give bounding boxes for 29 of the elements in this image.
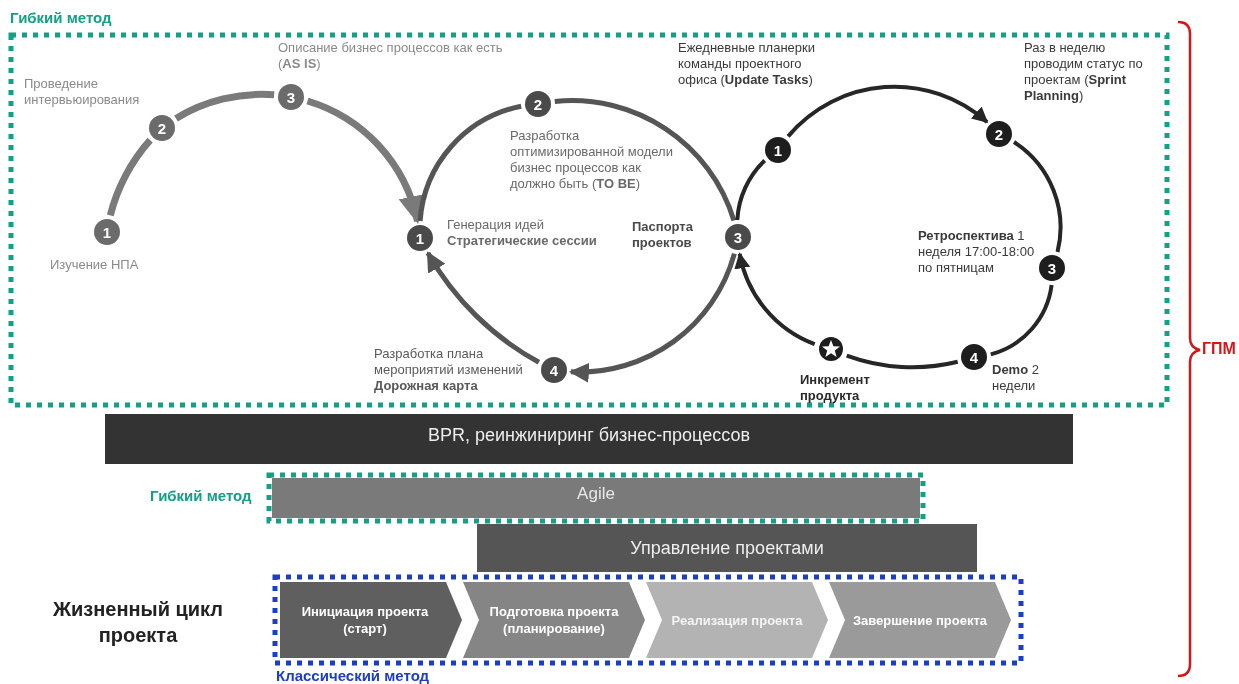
step-description: Паспорта проектов — [632, 219, 694, 251]
project-phase-block: Завершение проекта — [829, 582, 1011, 658]
step-description: Ретроспектива 1 неделя 17:00-18:00 по пятницам — [918, 228, 1036, 276]
step-description: Разработка оптимизированной модели бизнес процессов как должно быть (TO BE) — [510, 128, 674, 192]
project-management-bar: Управление проектами — [477, 524, 977, 572]
agile-bar: Agile — [272, 478, 920, 518]
bracket-label: ГПМ — [1202, 341, 1236, 357]
bpr-bar: BPR, реинжиниринг бизнес-процессов — [105, 414, 1073, 464]
cycle-arrow — [568, 252, 737, 382]
cycle-arrow — [735, 252, 816, 347]
step-description: Описание бизнес процессов как есть (AS IS) — [278, 40, 504, 72]
frame-heading: Гибкий метод — [150, 488, 252, 503]
frame-heading: Гибкий метод — [10, 10, 112, 25]
step-description: Ежедневные планерки команды проектного офиса (Update Tasks) — [678, 40, 817, 88]
project-phase-block: Подготовка проекта (планирование) — [463, 582, 645, 658]
step-description: Генерация идей Стратегические сессии — [447, 217, 597, 249]
step-description: Раз в неделю проводим статус по проектам (Sprint Planning) — [1024, 40, 1144, 104]
step-description: Demo 2 недели — [992, 362, 1040, 394]
frame-heading: Классический метод — [276, 668, 430, 683]
step-description: Разработка плана мероприятий изменений Дорожная карта — [374, 346, 524, 394]
step-description: Инкремент продукта — [800, 372, 871, 404]
project-phase-block: Реализация проекта — [646, 582, 828, 658]
cycle-arrow — [306, 97, 425, 224]
project-phase-block: Инициация проекта (старт) — [280, 582, 462, 658]
cycle-arrow — [786, 84, 989, 138]
step-description: Проведение интервьюирования — [24, 76, 141, 108]
step-description: Изучение НПА — [50, 257, 140, 273]
lifecycle-label: Жизненный цикл проекта — [51, 597, 225, 648]
cycle-arrow — [425, 251, 541, 365]
